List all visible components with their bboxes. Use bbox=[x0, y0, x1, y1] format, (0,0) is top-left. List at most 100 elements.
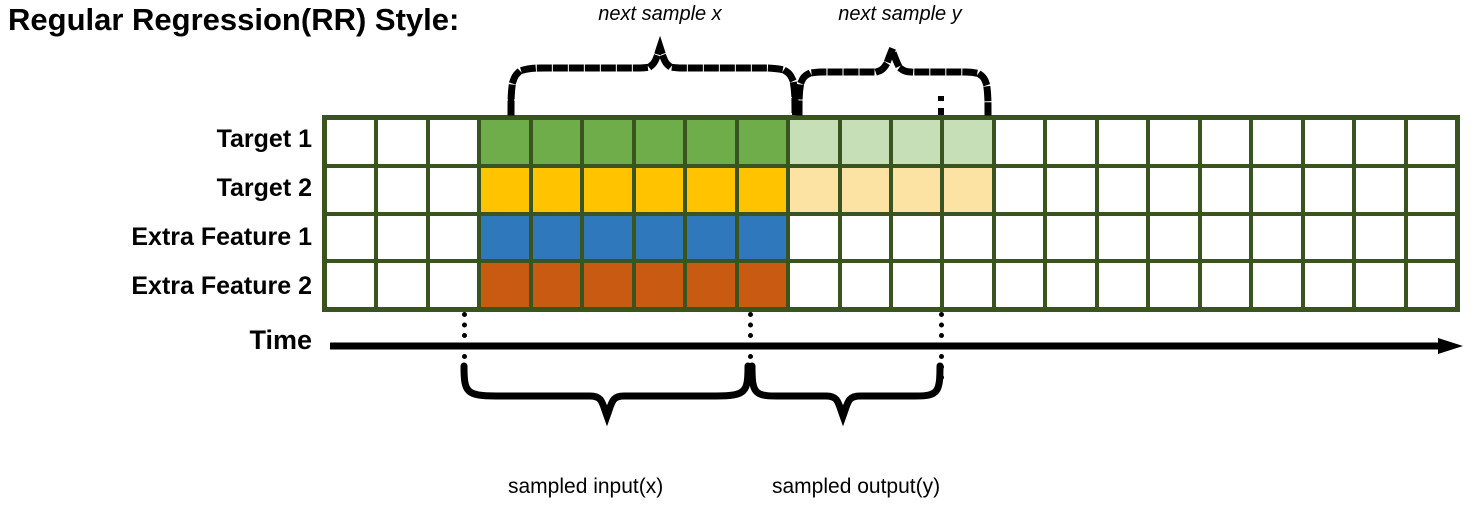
grid-cell bbox=[429, 215, 478, 260]
grid-cell bbox=[687, 120, 735, 164]
grid-cell bbox=[327, 167, 375, 212]
grid-cell bbox=[1253, 263, 1301, 307]
annotation-next-sample-x: next sample x bbox=[598, 3, 722, 25]
brace-next-sample-y bbox=[795, 41, 992, 116]
grid-cell bbox=[790, 263, 838, 307]
grid-cell bbox=[944, 263, 992, 307]
timeseries-grid bbox=[322, 115, 1460, 312]
row-label-target-2: Target 2 bbox=[216, 174, 312, 202]
grid-cell bbox=[687, 167, 735, 212]
grid-cell bbox=[738, 167, 787, 212]
grid-cell bbox=[1047, 263, 1095, 307]
grid-cell bbox=[687, 263, 735, 307]
grid-cell bbox=[532, 167, 581, 212]
grid-cell bbox=[995, 263, 1044, 307]
grid-cell bbox=[1201, 120, 1250, 164]
grid-cell bbox=[429, 120, 478, 164]
caption-sampled-output: sampled output(y) horizon=4 output_featu… bbox=[772, 422, 984, 516]
page-title: Regular Regression(RR) Style: bbox=[8, 2, 460, 37]
grid-cell bbox=[1356, 263, 1404, 307]
grid-cell bbox=[995, 167, 1044, 212]
grid-cell bbox=[892, 263, 941, 307]
grid-cell bbox=[378, 120, 426, 164]
grid-cell bbox=[738, 120, 787, 164]
grid-cell bbox=[1253, 167, 1301, 212]
time-axis-arrow bbox=[330, 338, 1463, 354]
grid-cell bbox=[378, 215, 426, 260]
grid-cell bbox=[481, 263, 529, 307]
brace-sampled-output bbox=[748, 362, 944, 427]
grid-cell bbox=[1150, 215, 1198, 260]
grid-cell bbox=[944, 120, 992, 164]
annotation-next-sample-y: next sample y bbox=[838, 3, 962, 25]
grid-cell bbox=[1356, 167, 1404, 212]
axis-label-time: Time bbox=[249, 325, 312, 355]
grid-cell bbox=[738, 263, 787, 307]
grid-cell bbox=[892, 215, 941, 260]
grid-cell bbox=[1304, 215, 1353, 260]
grid-cell bbox=[1407, 167, 1455, 212]
row-label-extra-feature-1: Extra Feature 1 bbox=[131, 223, 312, 251]
row-label-extra-feature-2: Extra Feature 2 bbox=[131, 272, 312, 300]
grid-cell bbox=[1253, 215, 1301, 260]
grid-cell bbox=[429, 263, 478, 307]
grid-cell bbox=[532, 215, 581, 260]
grid-cell bbox=[584, 215, 632, 260]
row-label-target-1: Target 1 bbox=[216, 125, 312, 153]
grid-cell bbox=[1304, 263, 1353, 307]
grid-cell bbox=[584, 263, 632, 307]
grid-cell bbox=[481, 167, 529, 212]
grid-cell bbox=[1098, 167, 1147, 212]
dropline-output-end bbox=[939, 312, 944, 380]
grid-cell bbox=[327, 215, 375, 260]
grid-cell bbox=[944, 215, 992, 260]
grid-cell bbox=[1098, 120, 1147, 164]
grid-cell bbox=[635, 167, 684, 212]
grid-cell bbox=[1201, 167, 1250, 212]
grid-cell bbox=[532, 263, 581, 307]
dropline-input-end bbox=[748, 312, 753, 380]
grid-cell bbox=[1407, 215, 1455, 260]
grid-cell bbox=[687, 215, 735, 260]
grid-cell bbox=[841, 263, 889, 307]
grid-cell bbox=[1150, 167, 1198, 212]
caption-input-line1: sampled input(x) bbox=[508, 475, 664, 498]
grid-cell bbox=[790, 167, 838, 212]
grid-cell bbox=[1356, 120, 1404, 164]
grid-cell bbox=[1253, 120, 1301, 164]
grid-cell bbox=[1356, 215, 1404, 260]
grid-cell bbox=[995, 215, 1044, 260]
brace-sampled-input bbox=[460, 362, 752, 427]
grid-cell bbox=[892, 120, 941, 164]
grid-cell bbox=[1201, 263, 1250, 307]
grid-cell bbox=[1047, 167, 1095, 212]
caption-output-line1: sampled output(y) bbox=[772, 475, 941, 498]
grid-cell bbox=[1304, 120, 1353, 164]
grid-cell bbox=[995, 120, 1044, 164]
grid-cell bbox=[790, 215, 838, 260]
grid-cell bbox=[841, 120, 889, 164]
grid-cell bbox=[892, 167, 941, 212]
grid-cell bbox=[738, 215, 787, 260]
grid-cell bbox=[1407, 263, 1455, 307]
brace-next-sample-x bbox=[507, 35, 799, 116]
grid-cell bbox=[584, 120, 632, 164]
grid-cell bbox=[327, 120, 375, 164]
grid-cell bbox=[327, 263, 375, 307]
grid-cell bbox=[378, 167, 426, 212]
caption-sampled-input: sampled input(x) lookback=6 input_featur… bbox=[508, 422, 707, 516]
grid-cell bbox=[635, 215, 684, 260]
grid-cell bbox=[481, 215, 529, 260]
grid-cell bbox=[481, 120, 529, 164]
grid-cell bbox=[944, 167, 992, 212]
grid-cell bbox=[1150, 263, 1198, 307]
grid-cell bbox=[378, 263, 426, 307]
grid-cell bbox=[1047, 215, 1095, 260]
grid-cell bbox=[429, 167, 478, 212]
grid-cell bbox=[1098, 215, 1147, 260]
grid-cell bbox=[532, 120, 581, 164]
grid-cell bbox=[1098, 263, 1147, 307]
grid-cell bbox=[635, 120, 684, 164]
dropline-input-start bbox=[462, 312, 467, 380]
